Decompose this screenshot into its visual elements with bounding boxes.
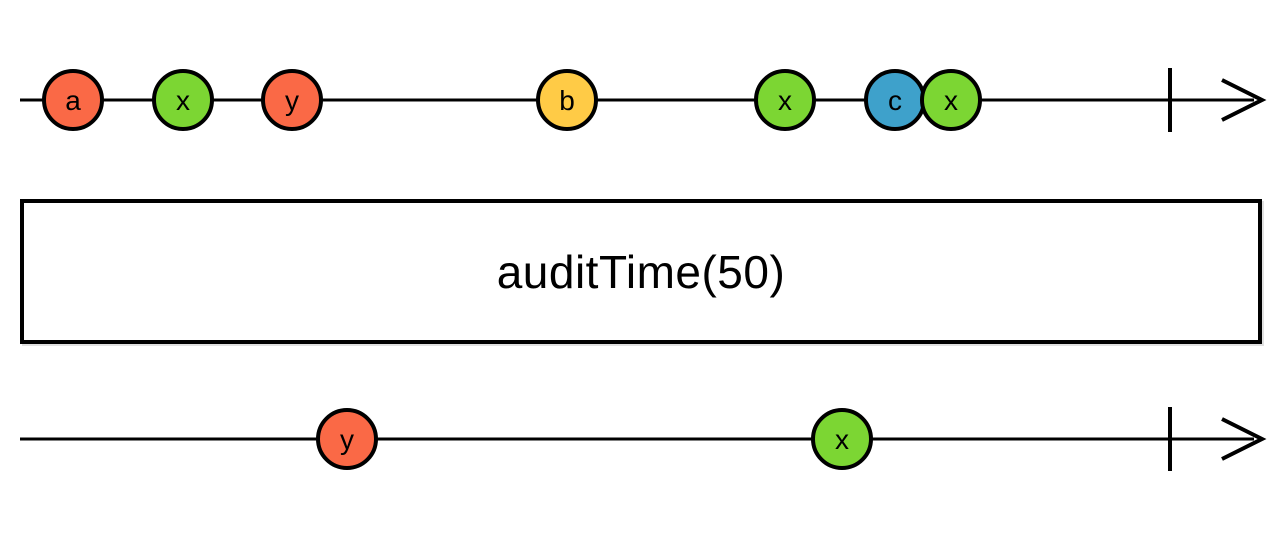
source-marble-y	[261, 69, 323, 131]
source-marble-label: x	[944, 85, 958, 116]
source-marble-x	[152, 69, 214, 131]
result-marble-y	[316, 408, 378, 470]
source-marble-x	[920, 69, 982, 131]
result-marble-label: x	[835, 424, 849, 455]
source-marble-label: y	[285, 85, 299, 116]
result-arrow-head-icon	[1221, 417, 1267, 461]
source-marble-b	[536, 69, 598, 131]
source-marble-label: x	[778, 85, 792, 116]
operator-box: auditTime(50)	[20, 199, 1262, 344]
source-marble-label: b	[559, 85, 575, 116]
result-marble-x	[811, 408, 873, 470]
result-marble-label: y	[340, 424, 354, 455]
operator-label: auditTime(50)	[496, 245, 786, 298]
source-marble-label: x	[176, 85, 190, 116]
source-marble-label: c	[888, 85, 902, 116]
source-marble-x	[754, 69, 816, 131]
source-marble-a	[42, 69, 104, 131]
source-arrow-head-icon	[1221, 78, 1267, 122]
source-marble-label: a	[65, 85, 81, 116]
